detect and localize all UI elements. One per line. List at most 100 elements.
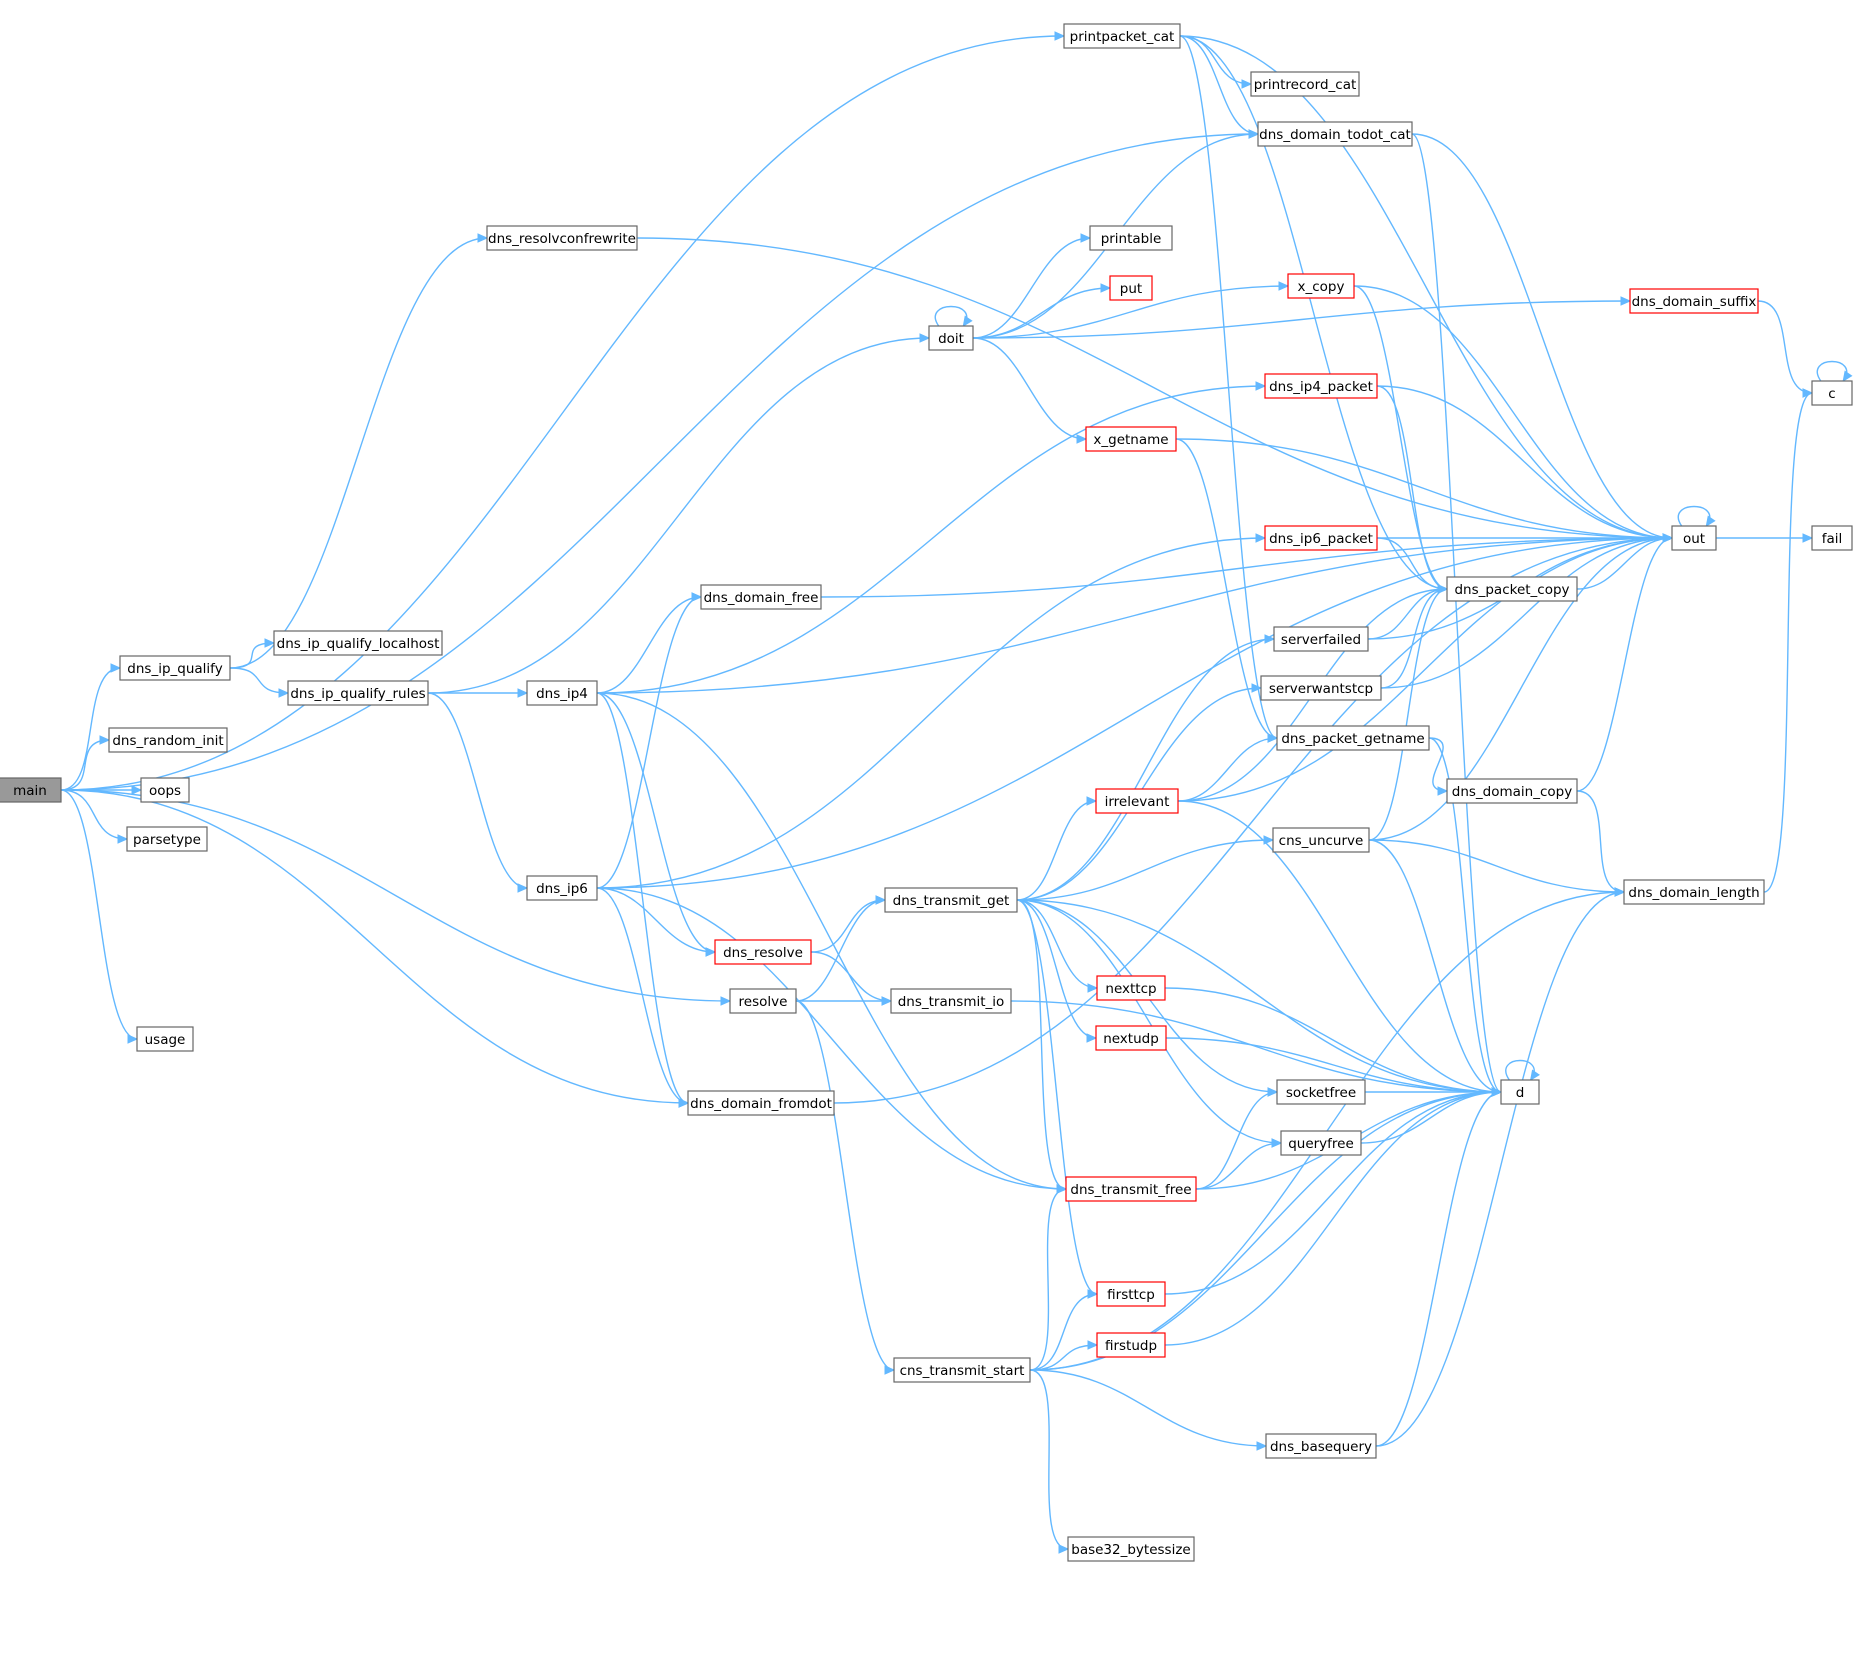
edge-arrowhead: [1086, 796, 1098, 806]
edge-dns_transmit_get-to-cns_uncurve: [1016, 835, 1275, 901]
edge-queryfree-to-d: [1360, 1087, 1503, 1144]
node-dns-domain-free[interactable]: dns_domain_free: [700, 584, 822, 610]
node-dns-ip-qualify[interactable]: dns_ip_qualify: [119, 655, 231, 681]
node-dns-ip6[interactable]: dns_ip6: [526, 875, 598, 901]
node-x-copy[interactable]: x_copy: [1287, 273, 1355, 299]
edge-line: [1016, 899, 1067, 1190]
node-d[interactable]: d: [1500, 1079, 1540, 1105]
edge-dns_domain_todot_cat-to-out: [1411, 133, 1674, 543]
node-dns-domain-copy[interactable]: dns_domain_copy: [1446, 778, 1578, 804]
edge-dns_ip_qualify_rules-to-dns_ip4: [427, 688, 529, 698]
node-dns-ip4[interactable]: dns_ip4: [526, 680, 598, 706]
node-printpacket-cat[interactable]: printpacket_cat: [1063, 23, 1181, 49]
node-cns-transmit-start[interactable]: cns_transmit_start: [893, 1357, 1031, 1383]
node-box: [108, 727, 228, 753]
node-dns-transmit-get[interactable]: dns_transmit_get: [884, 887, 1018, 913]
node-resolve[interactable]: resolve: [729, 988, 797, 1014]
edge-line: [596, 596, 702, 694]
edge-cns_transmit_start-to-firsttcp: [1029, 1289, 1099, 1371]
node-firstudp[interactable]: firstudp: [1096, 1332, 1166, 1358]
node-dns-domain-suffix[interactable]: dns_domain_suffix: [1629, 288, 1759, 314]
node-label: dns_transmit_io: [898, 994, 1005, 1010]
node-dns-ip4-packet[interactable]: dns_ip4_packet: [1264, 373, 1378, 399]
node-label: dns_ip_qualify_localhost: [277, 636, 440, 652]
edge-main-to-parsetype: [60, 789, 129, 844]
node-box: [526, 680, 598, 706]
edge-line: [229, 642, 275, 669]
node-label: usage: [145, 1032, 186, 1048]
node-box: [136, 1026, 194, 1052]
edge-line: [795, 899, 886, 1002]
node-fail[interactable]: fail: [1811, 525, 1853, 551]
node-dns-packet-getname[interactable]: dns_packet_getname: [1276, 725, 1430, 751]
edge-doit-to-x_getname: [972, 337, 1088, 444]
node-box: [700, 584, 822, 610]
edge-dns_transmit_get-to-nextudp: [1016, 899, 1098, 1043]
edge-arrowhead: [127, 1034, 139, 1044]
edge-line: [636, 237, 1673, 539]
node-label: dns_domain_todot_cat: [1259, 127, 1411, 143]
edge-main-to-dns_random_init: [60, 735, 111, 791]
node-dns-transmit-io[interactable]: dns_transmit_io: [890, 988, 1012, 1014]
node-dns-domain-todot-cat[interactable]: dns_domain_todot_cat: [1257, 121, 1413, 147]
edge-cns_transmit_start-to-dns_transmit_free: [1029, 1184, 1068, 1371]
node-out[interactable]: out: [1671, 525, 1717, 551]
node-dns-ip-qualify-rules[interactable]: dns_ip_qualify_rules: [287, 680, 429, 706]
edge-line: [1505, 1059, 1535, 1081]
node-label: printrecord_cat: [1254, 77, 1357, 93]
node-label: cns_transmit_start: [900, 1363, 1025, 1379]
node-nexttcp[interactable]: nexttcp: [1096, 975, 1166, 1001]
node-box: [1264, 525, 1378, 551]
node-c[interactable]: c: [1811, 380, 1853, 406]
node-dns-ip6-packet[interactable]: dns_ip6_packet: [1264, 525, 1378, 551]
edge-line: [1164, 1091, 1502, 1346]
node-box: [1250, 71, 1360, 97]
edge-doit-to-dns_domain_suffix: [972, 296, 1632, 339]
node-box: [1671, 525, 1717, 551]
node-label: doit: [938, 331, 964, 347]
node-serverwantstcp[interactable]: serverwantstcp: [1260, 675, 1382, 701]
node-printrecord-cat[interactable]: printrecord_cat: [1250, 71, 1360, 97]
node-base32-bytessize[interactable]: base32_bytessize: [1067, 1536, 1195, 1562]
node-doit[interactable]: doit: [928, 325, 974, 351]
node-main[interactable]: main: [0, 777, 62, 803]
node-dns-resolvconfrewrite[interactable]: dns_resolvconfrewrite: [486, 225, 638, 251]
edge-dns_transmit_get-to-serverfailed: [1016, 634, 1276, 901]
node-firsttcp[interactable]: firsttcp: [1096, 1281, 1166, 1307]
node-nextudp[interactable]: nextudp: [1095, 1025, 1167, 1051]
node-parsetype[interactable]: parsetype: [126, 826, 208, 852]
node-dns-packet-copy[interactable]: dns_packet_copy: [1446, 576, 1578, 602]
node-dns-ip-qualify-localhost[interactable]: dns_ip_qualify_localhost: [273, 630, 443, 656]
node-dns-domain-length[interactable]: dns_domain_length: [1623, 879, 1765, 905]
node-oops[interactable]: oops: [140, 777, 190, 803]
edge-resolve-to-dns_transmit_get: [795, 895, 887, 1002]
node-queryfree[interactable]: queryfree: [1280, 1130, 1362, 1156]
node-box: [1085, 426, 1177, 452]
node-cns-uncurve[interactable]: cns_uncurve: [1272, 827, 1370, 853]
node-irrelevant[interactable]: irrelevant: [1095, 788, 1179, 814]
node-socketfree[interactable]: socketfree: [1276, 1079, 1366, 1105]
node-dns-domain-fromdot[interactable]: dns_domain_fromdot: [687, 1090, 835, 1116]
edge-line: [1367, 588, 1448, 640]
edge-arrowhead: [517, 688, 529, 698]
edge-dns_ip4-to-out: [596, 533, 1674, 694]
node-put[interactable]: put: [1109, 275, 1153, 301]
node-label: socketfree: [1286, 1085, 1356, 1101]
edge-dns_domain_suffix-to-c: [1757, 300, 1814, 398]
node-printable[interactable]: printable: [1089, 225, 1173, 251]
node-dns-transmit-free[interactable]: dns_transmit_free: [1065, 1176, 1197, 1202]
node-x-getname[interactable]: x_getname: [1085, 426, 1177, 452]
node-dns-resolve[interactable]: dns_resolve: [714, 939, 812, 965]
edge-line: [1376, 385, 1673, 539]
node-dns-basequery[interactable]: dns_basequery: [1265, 1433, 1377, 1459]
node-serverfailed[interactable]: serverfailed: [1273, 626, 1369, 652]
edge-dns_ip6-to-dns_domain_fromdot: [596, 887, 690, 1108]
node-dns-random-init[interactable]: dns_random_init: [108, 727, 228, 753]
edge-line: [1757, 300, 1813, 394]
edge-arrowhead: [1080, 233, 1092, 243]
edge-arrowhead: [1263, 835, 1275, 845]
node-box: [1272, 827, 1370, 853]
edge-arrowhead: [264, 638, 276, 648]
edge-line: [1375, 1091, 1502, 1447]
node-usage[interactable]: usage: [136, 1026, 194, 1052]
